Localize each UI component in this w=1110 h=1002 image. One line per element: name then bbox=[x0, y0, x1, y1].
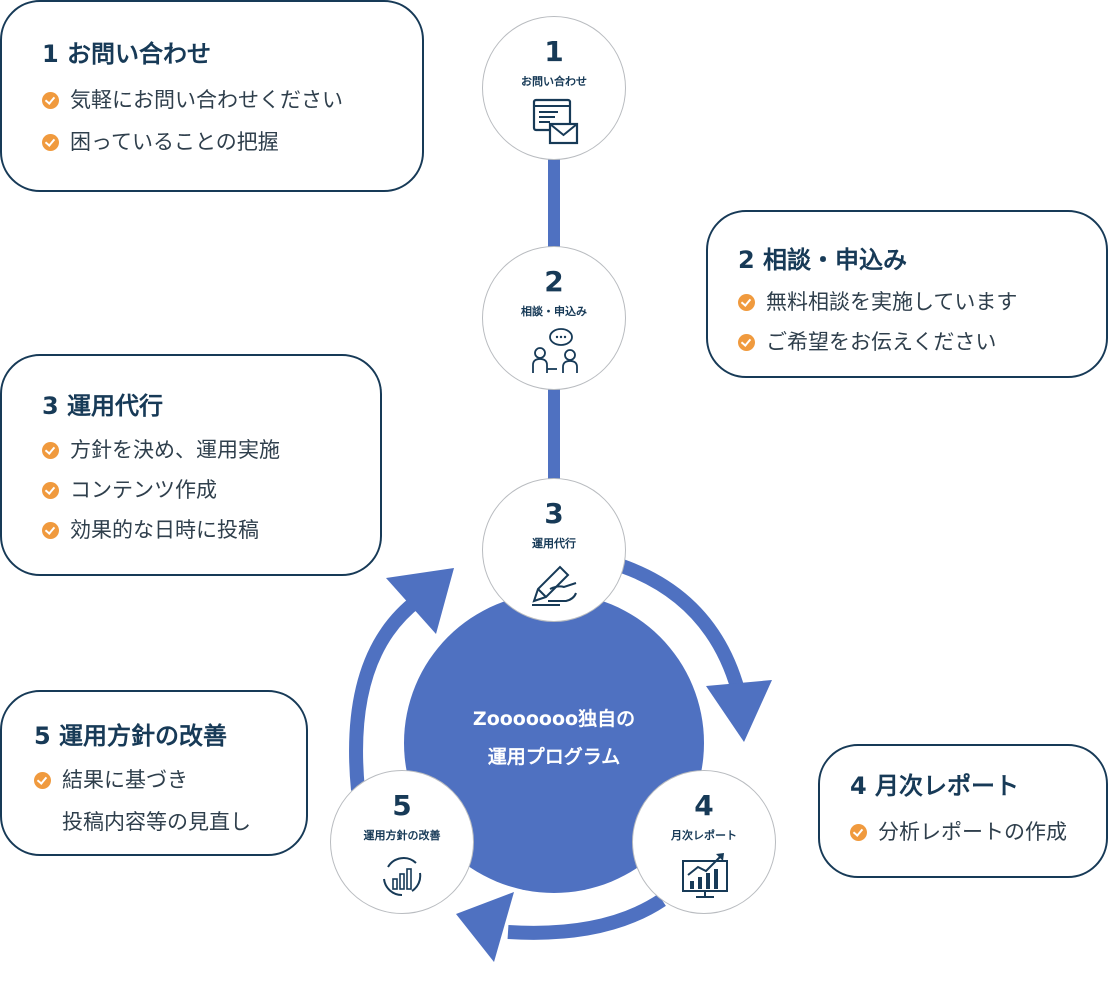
card-2-item: 無料相談を実施しています bbox=[738, 288, 1017, 316]
check-icon bbox=[738, 334, 755, 351]
step-5-name: 運用方針の改善 bbox=[363, 829, 441, 842]
step-1-number: 1 bbox=[544, 35, 564, 68]
card-1-item: 気軽にお問い合わせください bbox=[42, 86, 343, 114]
step-1-name: お問い合わせ bbox=[521, 75, 587, 88]
check-icon bbox=[850, 824, 867, 841]
step-4-circle: 4 月次レポート bbox=[632, 770, 776, 914]
check-icon bbox=[42, 522, 59, 539]
check-icon bbox=[42, 442, 59, 459]
handshake-pen-icon bbox=[532, 565, 577, 606]
step-4-name: 月次レポート bbox=[671, 829, 737, 842]
info-card-4: 4 月次レポート 分析レポートの作成 bbox=[818, 744, 1108, 878]
step-5-number: 5 bbox=[392, 789, 412, 822]
center-line-2: 運用プログラム bbox=[487, 746, 621, 768]
step-3-circle: 3 運用代行 bbox=[482, 478, 626, 622]
step-2-name: 相談・申込み bbox=[521, 305, 587, 318]
check-icon bbox=[738, 294, 755, 311]
center-line-1: Zooooooo独自の bbox=[472, 708, 636, 730]
info-card-1: 1 お問い合わせ 気軽にお問い合わせください 困っていることの把握 bbox=[0, 0, 424, 192]
program-center-label: Zooooooo独自の 運用プログラム bbox=[404, 700, 704, 776]
step-1-circle: 1 お問い合わせ bbox=[482, 16, 626, 160]
card-3-item: コンテンツ作成 bbox=[42, 476, 280, 504]
card-1-title: 1 お問い合わせ bbox=[42, 40, 212, 68]
check-icon bbox=[34, 772, 51, 789]
improvement-cycle-icon bbox=[383, 857, 422, 897]
info-card-5: 5 運用方針の改善 結果に基づき 投稿内容等の見直し bbox=[0, 690, 308, 856]
cycle-arrow-5-to-3 bbox=[349, 568, 454, 791]
card-1-item: 困っていることの把握 bbox=[42, 128, 343, 156]
card-5-item: 結果に基づき bbox=[34, 766, 251, 794]
card-2-item: ご希望をお伝えください bbox=[738, 328, 1017, 356]
card-4-title: 4 月次レポート bbox=[850, 772, 1020, 800]
consultation-people-icon bbox=[532, 328, 578, 373]
card-3-item: 効果的な日時に投稿 bbox=[42, 516, 280, 544]
info-card-2: 2 相談・申込み 無料相談を実施しています ご希望をお伝えください bbox=[706, 210, 1108, 378]
step-5-circle: 5 運用方針の改善 bbox=[330, 770, 474, 914]
info-card-3: 3 運用代行 方針を決め、運用実施 コンテンツ作成 効果的な日時に投稿 bbox=[0, 354, 382, 576]
card-5-item: 投稿内容等の見直し bbox=[62, 810, 251, 834]
card-3-title: 3 運用代行 bbox=[42, 392, 164, 420]
program-center-disc bbox=[404, 593, 704, 893]
growth-chart-monitor-icon bbox=[682, 853, 728, 898]
step-2-number: 2 bbox=[544, 265, 564, 298]
step-2-circle: 2 相談・申込み bbox=[482, 246, 626, 390]
card-4-item: 分析レポートの作成 bbox=[850, 818, 1067, 846]
step-3-number: 3 bbox=[544, 497, 564, 530]
step-3-name: 運用代行 bbox=[532, 537, 576, 550]
cycle-arrow-4-to-5 bbox=[456, 892, 666, 962]
check-icon bbox=[42, 134, 59, 151]
card-2-title: 2 相談・申込み bbox=[738, 246, 908, 274]
step-4-number: 4 bbox=[694, 789, 714, 822]
card-5-title: 5 運用方針の改善 bbox=[34, 722, 228, 750]
check-icon bbox=[42, 92, 59, 109]
card-3-item: 方針を決め、運用実施 bbox=[42, 436, 280, 464]
cycle-arrow-3-to-4 bbox=[619, 559, 772, 742]
check-icon bbox=[42, 482, 59, 499]
inquiry-mail-icon bbox=[532, 98, 579, 145]
